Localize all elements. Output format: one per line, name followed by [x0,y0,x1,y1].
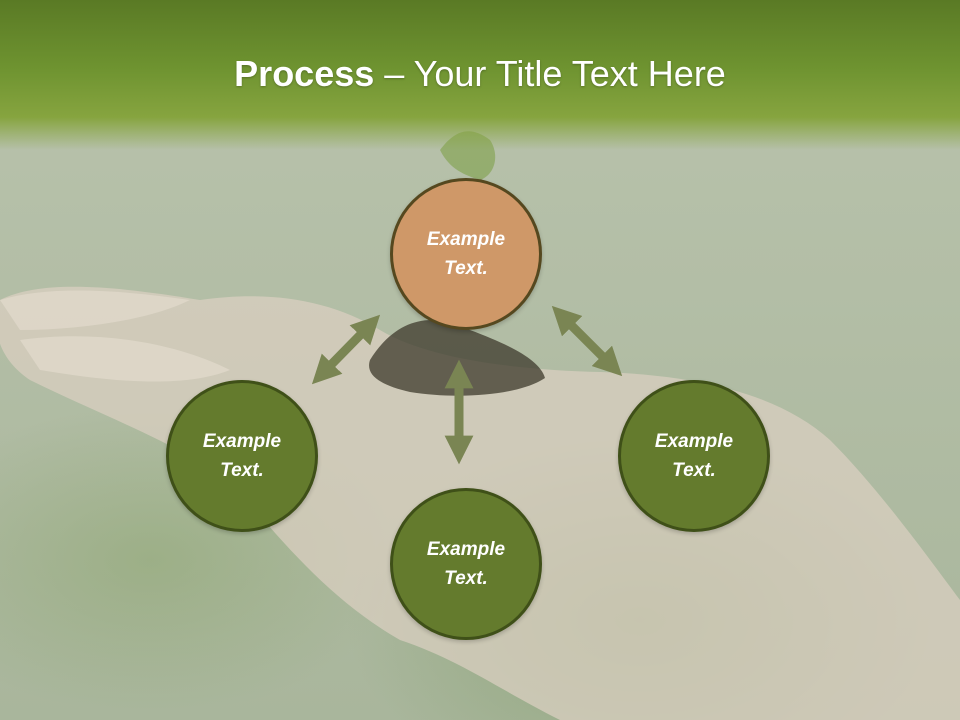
process-node-bottom[interactable]: Example Text. [390,488,542,640]
node-label-right: Example Text. [654,431,734,481]
process-node-right[interactable]: Example Text. [618,380,770,532]
process-node-top[interactable]: Example Text. [390,178,542,330]
node-label-top: Example Text. [426,229,506,279]
node-label-bottom: Example Text. [426,539,506,589]
title-rest: – Your Title Text Here [374,53,726,94]
slide-title: Process – Your Title Text Here [0,52,960,96]
process-node-left[interactable]: Example Text. [166,380,318,532]
title-bold: Process [234,53,375,94]
arrow-top-right [551,305,623,377]
node-label-left: Example Text. [202,431,282,481]
arrow-top-left [311,314,381,385]
title-banner [0,0,960,150]
